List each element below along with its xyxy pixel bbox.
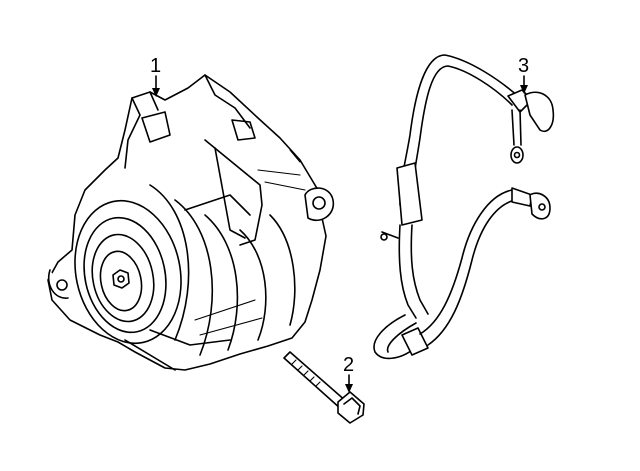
callout-1-label: 1 bbox=[150, 55, 161, 77]
callout-2-label: 2 bbox=[343, 354, 354, 376]
callout-1-arrow bbox=[152, 75, 160, 97]
callout-3-label: 3 bbox=[518, 55, 529, 77]
callout-3-arrow bbox=[520, 75, 528, 94]
callout-2-arrow bbox=[345, 374, 353, 393]
cable[interactable] bbox=[373, 54, 555, 360]
alternator[interactable] bbox=[47, 74, 335, 371]
bolt[interactable] bbox=[283, 351, 365, 424]
